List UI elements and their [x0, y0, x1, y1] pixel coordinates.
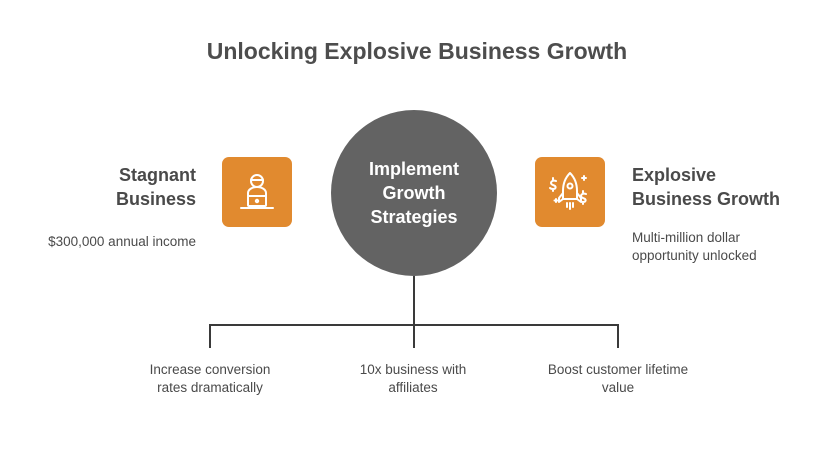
rocket-dollar-icon [549, 172, 587, 210]
explosive-growth-heading: Explosive Business Growth [632, 165, 781, 209]
branch-label-conversion: Increase conversion rates dramatically [149, 362, 271, 395]
stagnant-business-heading: Stagnant Business [115, 165, 196, 209]
stagnant-business-description: $300,000 annual income [48, 234, 196, 249]
explosive-growth-description: Multi-million dollar opportunity unlocke… [632, 230, 757, 263]
stagnant-business-icon-box [222, 157, 292, 227]
diagram-title: Unlocking Explosive Business Growth [206, 38, 628, 64]
branch-label-affiliates: 10x business with affiliates [359, 362, 467, 395]
explosive-growth-icon-box [535, 157, 605, 227]
person-at-laptop-icon [240, 174, 274, 209]
center-circle-label: Implement Growth Strategies [368, 159, 460, 227]
branch-label-lifetime-value: Boost customer lifetime value [547, 362, 689, 395]
center-circle: Implement Growth Strategies [331, 110, 497, 276]
